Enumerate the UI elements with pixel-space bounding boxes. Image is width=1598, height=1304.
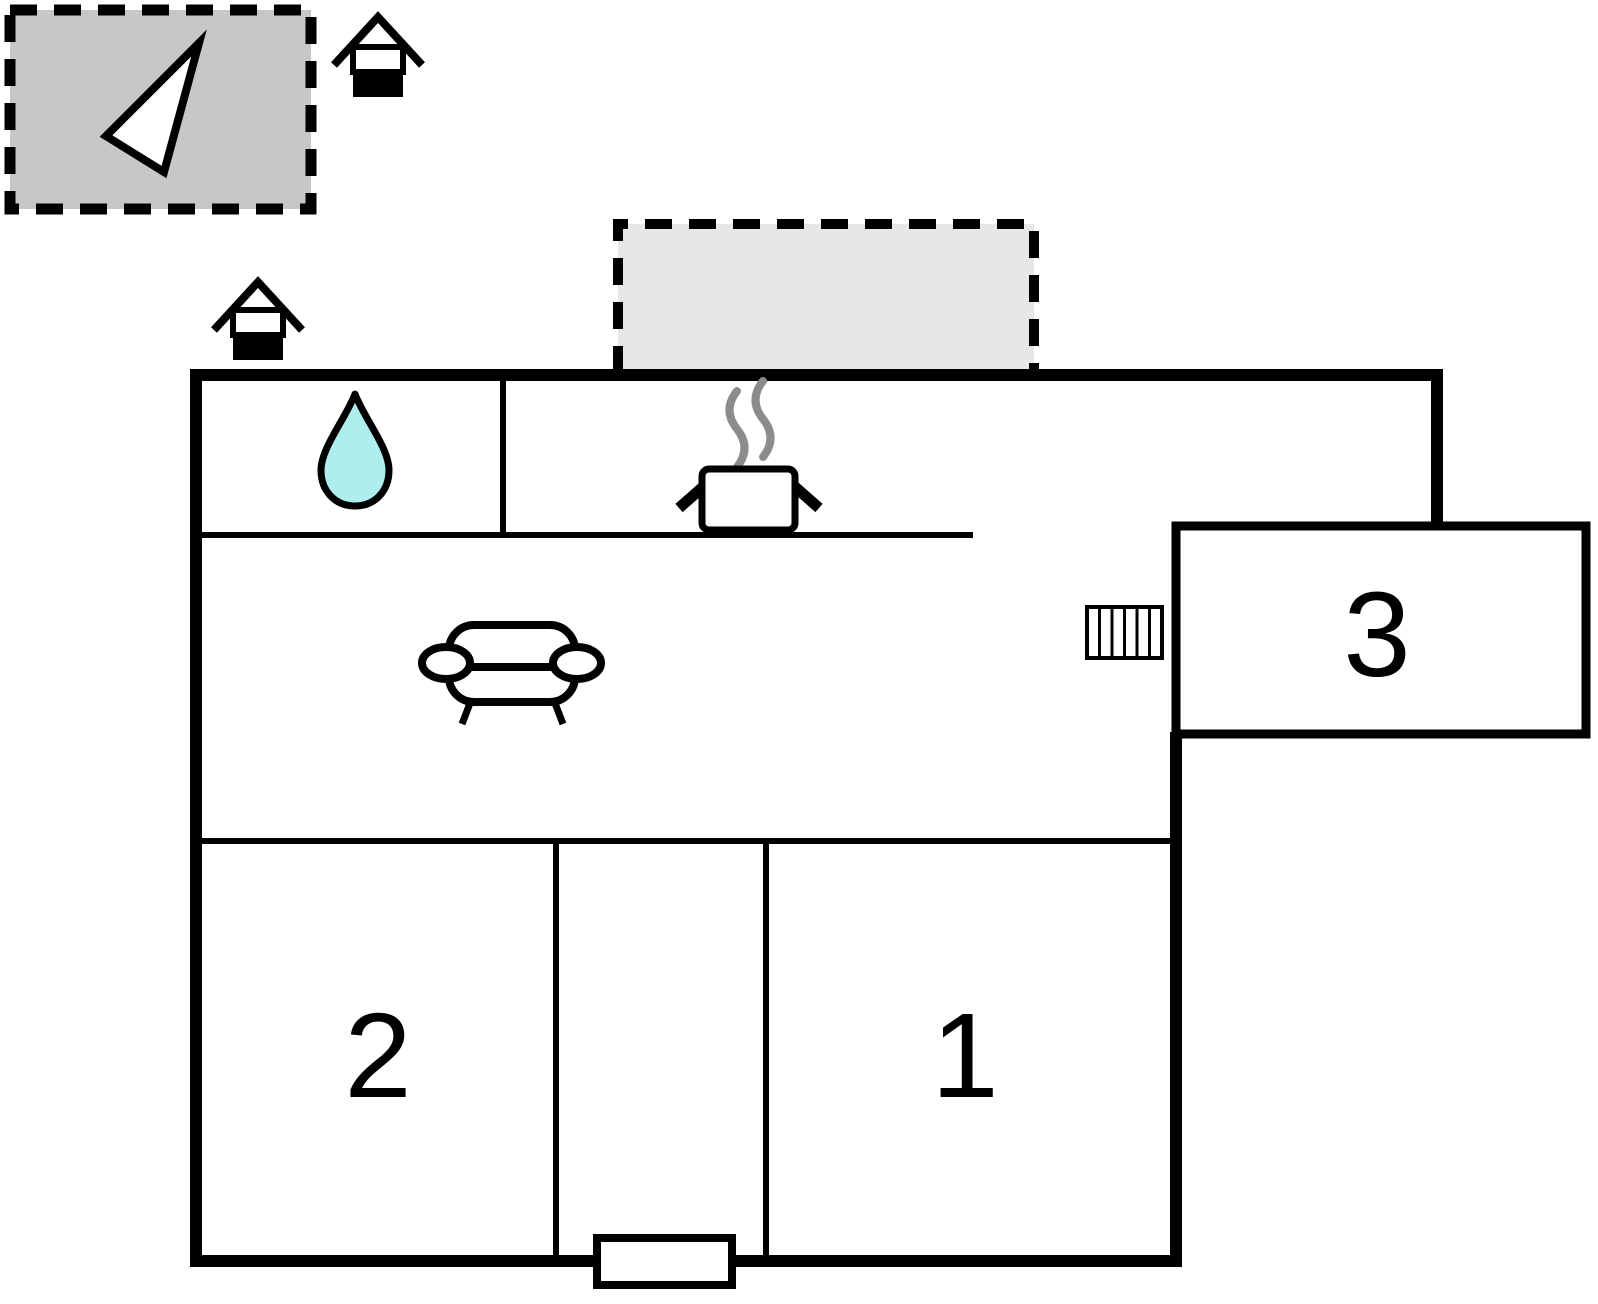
chimney-vent-icon [331, 11, 425, 97]
chimney-body-top [350, 44, 406, 75]
chimney-body-bottom [233, 335, 283, 360]
exterior-walls [190, 369, 1443, 1267]
chimney-roof [211, 276, 305, 333]
terrace-area [613, 219, 1039, 373]
cooking-area [675, 377, 823, 534]
pot-body [698, 465, 799, 534]
wall-bedroom-divider [202, 838, 1170, 844]
wall-bathroom-kitchen-counter [202, 532, 973, 538]
wall-room2-hall [553, 844, 559, 1255]
north-arrow-icon [99, 29, 207, 179]
chimney-vent-icon [211, 276, 305, 360]
water-drop-icon [317, 390, 393, 510]
steam-icon [725, 387, 749, 471]
sofa-arm-left [418, 643, 474, 683]
entrance-door [593, 1234, 736, 1289]
wall-bathroom-kitchen-divider [500, 381, 506, 538]
interior-walls [202, 381, 1170, 1255]
steam-icon [751, 377, 775, 461]
wall-hall-room1 [763, 844, 769, 1255]
cooking-pot-icon [675, 465, 823, 534]
sofa-arm-right [549, 643, 605, 683]
room-1-label: 1 [931, 987, 998, 1123]
radiator-icon [1085, 605, 1164, 660]
chimney-roof [331, 11, 425, 68]
chimney-body-bottom [353, 72, 403, 97]
north-orientation-area [4, 4, 317, 215]
chimney-body-top [230, 307, 286, 338]
wall-top [190, 369, 1443, 381]
sofa-icon [418, 621, 605, 726]
room-3-outline [1171, 521, 1591, 739]
room-2-label: 2 [344, 987, 411, 1123]
room-3-label: 3 [1343, 566, 1410, 702]
wall-left [190, 369, 202, 1267]
wall-right-upper [1431, 369, 1443, 533]
wall-right-lower [1170, 732, 1182, 1267]
